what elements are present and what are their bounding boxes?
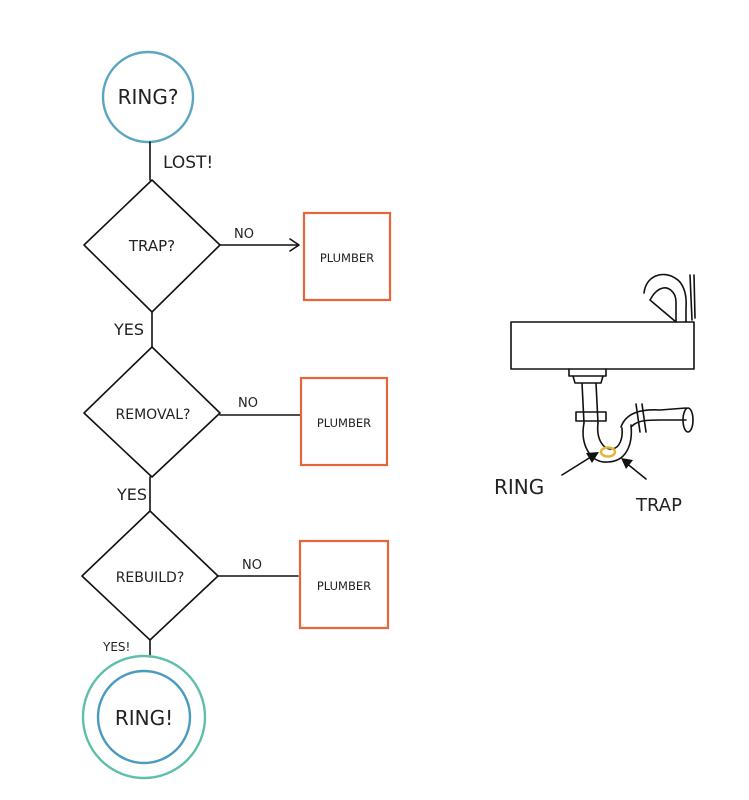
branch-removal-yes-label: YES	[116, 485, 147, 504]
decision-rebuild-label: REBUILD?	[116, 570, 185, 586]
action-plumber-3	[298, 539, 390, 630]
trap-arrow-head	[621, 458, 633, 469]
branch-rebuild-no-label: NO	[242, 558, 262, 573]
action-plumber-1	[302, 211, 392, 302]
trap-arm-icon	[620, 403, 687, 433]
ring-arrow-line	[561, 454, 595, 476]
action-plumber-2-label: PLUMBER	[317, 416, 371, 430]
basin-icon	[510, 321, 695, 370]
decision-removal	[83, 346, 221, 478]
branch-trap-yes-label: YES	[113, 320, 144, 339]
end-node-outer	[81, 654, 207, 780]
slip-nut-icon	[575, 411, 607, 422]
ring-icon	[599, 446, 617, 458]
branch-rebuild-yes-label: YES!	[102, 640, 130, 654]
end-node-inner	[96, 669, 192, 765]
decision-trap-label: TRAP?	[128, 237, 175, 255]
branch-removal-no-label: NO	[238, 396, 258, 411]
start-node	[101, 50, 195, 144]
action-plumber-1-label: PLUMBER	[320, 251, 374, 265]
trap-arm-end-icon	[682, 407, 694, 433]
sketch-ring-label: RING	[494, 475, 544, 499]
lost-label: LOST!	[163, 153, 213, 173]
start-node-label: RING?	[118, 85, 179, 109]
end-node-label: RING!	[115, 706, 173, 730]
action-plumber-2	[299, 376, 389, 467]
arrowhead-trap-no	[289, 238, 300, 252]
branch-trap-no-label: NO	[234, 227, 254, 242]
faucet-icon	[643, 273, 696, 323]
decision-removal-label: REMOVAL?	[116, 407, 191, 423]
sketch-trap-label: TRAP	[635, 495, 682, 516]
sink-sketch: RING TRAP	[494, 273, 696, 516]
ring-arrow-head	[586, 452, 599, 463]
drain-tailpiece-icon	[568, 368, 607, 424]
action-plumber-3-label: PLUMBER	[317, 579, 371, 593]
